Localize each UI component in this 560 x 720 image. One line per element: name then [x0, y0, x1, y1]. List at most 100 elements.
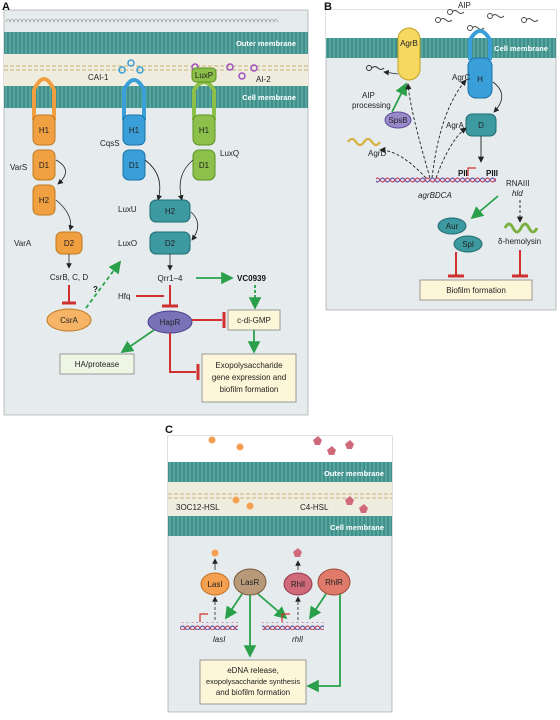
lasi [200, 572, 230, 596]
agrbdca-label: agrBDCA [418, 191, 452, 200]
outer-membrane-c [168, 462, 392, 482]
agra-d-label: D [478, 121, 484, 130]
biofilm-b-label: Biofilm formation [446, 286, 506, 295]
panel-a: A Outer membrane Cell membrane CAI-1 AI-… [2, 1, 309, 416]
agrb [397, 27, 421, 81]
luxu-label: LuxU [118, 205, 137, 214]
hapr-label: HapR [160, 318, 181, 327]
qrr-label: Qrr1–4 [158, 274, 183, 283]
cdigmp-label: c-di-GMP [237, 316, 271, 325]
panel-c: C Outer membrane 3OC12-HSL C4-HSL Cell m… [165, 424, 393, 713]
dna-b [376, 176, 496, 184]
agrd-peptide [347, 137, 381, 147]
vars-loop [32, 77, 56, 120]
panel-b: B Cell membrane AIP AgrB H AgrC D AgrA A… [324, 1, 557, 311]
lps-fringe-a [5, 18, 279, 23]
panel-a-letter: A [2, 1, 10, 13]
spsb-label: SpsB [388, 116, 407, 125]
panel-b-letter: B [324, 1, 332, 13]
luxq-label: LuxQ [220, 149, 239, 158]
delta-hemolysin-shape [503, 222, 539, 234]
ai2-label: AI-2 [256, 75, 271, 84]
panel-c-letter: C [165, 424, 173, 436]
cell-membrane-b-label: Cell membrane [494, 44, 548, 53]
agra-label: AgrA [446, 121, 464, 130]
lasi-label: LasI [207, 580, 222, 589]
luxo-d2-label: D2 [165, 239, 176, 248]
agrb-label: AgrB [400, 39, 418, 48]
pii-label: PII [458, 169, 468, 178]
aip-release [366, 65, 399, 76]
haprotease-box [59, 353, 135, 375]
luxo-label: LuxO [118, 239, 137, 248]
luxq-d1-label: D1 [199, 161, 210, 170]
agrd-label: AgrD [368, 149, 386, 158]
vars-h2 [32, 184, 56, 216]
cqss-d1 [122, 149, 146, 181]
dna-lasi [180, 622, 238, 630]
cai1-label: CAI-1 [88, 73, 109, 82]
exo-line3: biofilm formation [220, 385, 279, 394]
cqss-h1-label: H1 [129, 126, 140, 135]
outer-membrane-a-label: Outer membrane [236, 39, 296, 48]
rhli-gene-label: rhlI [292, 635, 304, 644]
outcome-c-line1: eDNA release, [227, 666, 279, 675]
vars-d1-label: D1 [39, 161, 50, 170]
vars-h1-label: H1 [39, 126, 50, 135]
aur [437, 217, 467, 235]
cell-membrane-a-label: Cell membrane [242, 93, 296, 102]
delta-label: δ-hemolysin [498, 237, 541, 246]
vars-d1 [32, 149, 56, 181]
spl-label: Spl [462, 240, 474, 249]
lasi-gene-label: lasI [213, 635, 226, 644]
luxp-label: LuxP [195, 71, 213, 80]
cell-membrane-b [326, 38, 556, 58]
hsl-molecules-out [208, 436, 354, 455]
vara-d2-label: D2 [64, 239, 75, 248]
rnaiii-label: RNAIII [506, 179, 530, 188]
biofilm-b-box [419, 279, 533, 301]
agrc-loop [468, 29, 492, 60]
outcome-c-box [199, 659, 307, 705]
cai1-molecules [118, 59, 144, 74]
lasr-label: LasR [241, 578, 260, 587]
hsl2-label: C4-HSL [300, 503, 329, 512]
csra [46, 308, 92, 332]
luxu-h2 [149, 199, 191, 223]
cell-membrane-c-label: Cell membrane [330, 523, 384, 532]
aip-processing-2: processing [352, 101, 391, 110]
spsb [384, 111, 412, 129]
vars-h2-label: H2 [39, 196, 50, 205]
cell-membrane-a [4, 86, 308, 108]
outcome-c-line2: exopolysaccharide synthesis [206, 677, 300, 686]
outcome-c-line3: and biofilm formation [216, 688, 290, 697]
agrc-h [467, 57, 493, 99]
exo-line1: Exopolysaccharide [215, 361, 283, 370]
luxq-d1 [192, 149, 216, 181]
spl [453, 235, 483, 253]
cqss-label: CqsS [100, 139, 120, 148]
rhli-label: RhlI [291, 580, 305, 589]
cqss-d1-label: D1 [129, 161, 140, 170]
vara-label: VarA [14, 239, 32, 248]
rhli [283, 572, 313, 596]
haprotease-label: HA/protease [75, 360, 120, 369]
csrbcd-label: CsrB, C, D [50, 273, 88, 282]
vc0939-label: VC0939 [237, 274, 266, 283]
cqss-h1 [122, 114, 146, 146]
agrc-label: AgrC [452, 73, 470, 82]
hld-label: hld [512, 189, 523, 198]
aip-processing-1: AIP [362, 91, 375, 100]
exo-line2: gene expression and [212, 373, 286, 382]
vars-label: VarS [10, 163, 27, 172]
piii-label: PIII [486, 169, 498, 178]
luxp [191, 67, 217, 83]
cqss-loop [122, 78, 146, 120]
luxq-h1 [192, 114, 216, 146]
rhlr [317, 568, 351, 596]
hfq-label: Hfq [118, 292, 130, 301]
luxq-h1-label: H1 [199, 126, 210, 135]
aip-molecules [435, 9, 539, 31]
